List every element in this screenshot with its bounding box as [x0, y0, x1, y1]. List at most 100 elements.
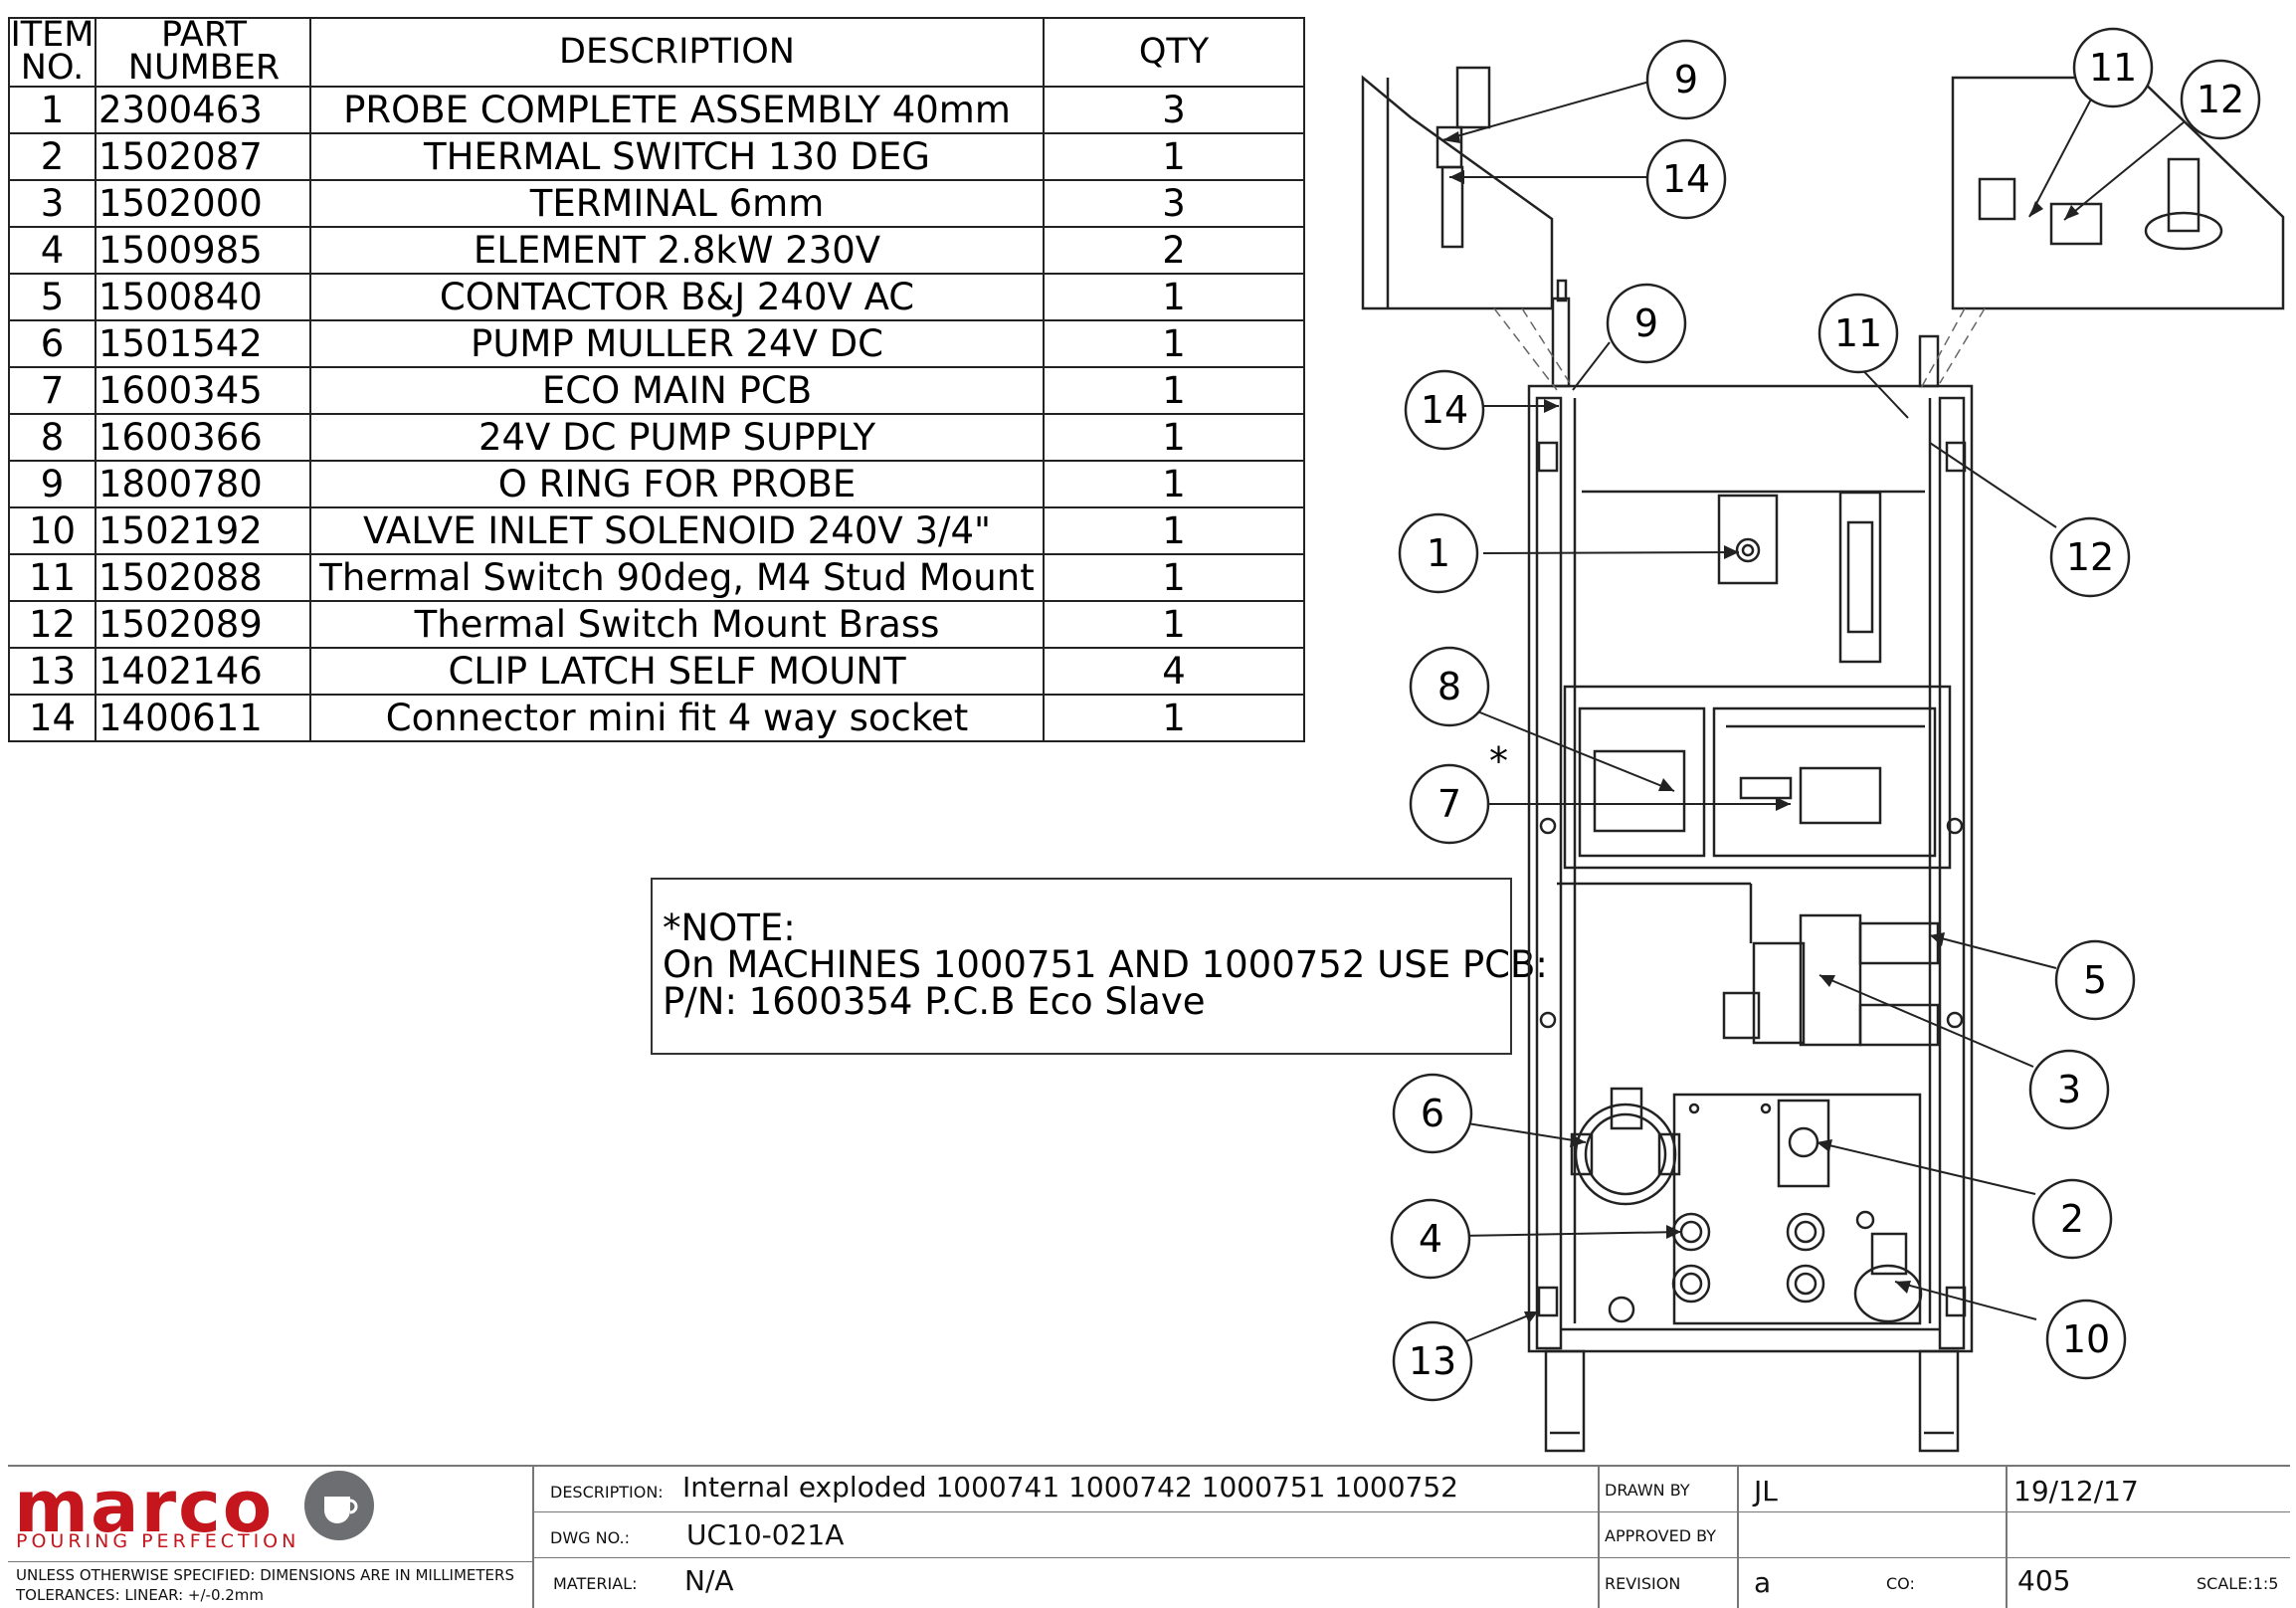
balloon-number: 11 [2089, 46, 2137, 90]
tb-divider-1 [532, 1465, 534, 1608]
header-item-line1: ITEM [10, 15, 95, 55]
cell-qty: 3 [1043, 178, 1305, 228]
tb-top-border [8, 1465, 2290, 1467]
header-description: DESCRIPTION [309, 17, 1045, 88]
balloon-number: 12 [2066, 535, 2114, 579]
revision-value: a [1754, 1566, 1772, 1599]
note-title: *NOTE: [663, 906, 796, 949]
balloon-circle [1818, 293, 1899, 374]
tolerance-line-2: TOLERANCES: LINEAR: +/-0.2mm [16, 1586, 265, 1604]
item-balloon: 3 [2028, 1049, 2110, 1130]
balloon-circle [2180, 59, 2261, 140]
header-item-line2: NO. [20, 48, 85, 89]
item-balloon: 2 [2031, 1178, 2113, 1260]
item-balloon: 5 [2054, 939, 2136, 1021]
cell-description: Thermal Switch Mount Brass [309, 599, 1045, 649]
tb-divider-3 [1737, 1465, 1739, 1608]
cell-item-no: 11 [8, 552, 96, 602]
header-part-line2: NUMBER [127, 48, 281, 89]
item-balloon: 11 [2072, 27, 2154, 108]
pcb-asterisk: * [1489, 739, 1508, 783]
balloon-circle [2049, 516, 2131, 598]
item-balloon: 14 [1645, 138, 1727, 220]
cell-part-number: 1600366 [95, 412, 311, 462]
cell-item-no: 5 [8, 272, 96, 321]
item-balloon: 14 [1404, 369, 1485, 451]
header-qty: QTY [1043, 17, 1305, 88]
note-line-part: P/N: 1600354 P.C.B Eco Slave [663, 980, 1206, 1023]
scale-value: SCALE:1:5 [2197, 1574, 2279, 1593]
cell-description: Connector mini fit 4 way socket [309, 693, 1045, 742]
dwg-no-label: DWG NO.: [550, 1528, 631, 1547]
cell-description: 24V DC PUMP SUPPLY [309, 412, 1045, 462]
cell-description: ELEMENT 2.8kW 230V [309, 225, 1045, 275]
item-balloon: 11 [1818, 293, 1899, 374]
marco-logo-word: marco [14, 1465, 275, 1548]
tb-logo-line [8, 1561, 532, 1562]
cell-item-no: 6 [8, 318, 96, 368]
cell-part-number: 1502087 [95, 131, 311, 181]
cell-description: CONTACTOR B&J 240V AC [309, 272, 1045, 321]
cell-item-no: 14 [8, 693, 96, 742]
balloon-circle [1390, 1198, 1471, 1280]
note-line-machines: On MACHINES 1000751 AND 1000752 USE PCB: [663, 943, 1548, 986]
cell-part-number: 1500985 [95, 225, 311, 275]
balloon-circle [2045, 1299, 2127, 1380]
cell-part-number: 1502192 [95, 505, 311, 555]
balloon-circle [1392, 1073, 1473, 1154]
cell-qty: 1 [1043, 459, 1305, 508]
cell-description: TERMINAL 6mm [309, 178, 1045, 228]
item-balloon: 12 [2049, 516, 2131, 598]
balloon-number: 5 [2083, 958, 2107, 1002]
cell-part-number: 1600345 [95, 365, 311, 415]
item-balloon: 8 [1409, 646, 1490, 727]
material-label: MATERIAL: [553, 1574, 638, 1593]
balloon-number: 12 [2197, 78, 2244, 121]
cell-item-no: 10 [8, 505, 96, 555]
leader-lines [1441, 81, 2185, 1344]
cell-qty: 1 [1043, 365, 1305, 415]
cell-description: THERMAL SWITCH 130 DEG [309, 131, 1045, 181]
cell-item-no: 13 [8, 646, 96, 696]
balloon-circle [1409, 646, 1490, 727]
cell-part-number: 1502089 [95, 599, 311, 649]
description-value: Internal exploded 1000741 1000742 100075… [682, 1471, 1458, 1504]
balloon-circle [2031, 1178, 2113, 1260]
drawn-date-value: 19/12/17 [2013, 1475, 2139, 1508]
balloon-number: 11 [1834, 311, 1882, 355]
cell-item-no: 3 [8, 178, 96, 228]
cell-qty: 1 [1043, 693, 1305, 742]
balloon-number: 9 [1674, 58, 1698, 101]
cell-description: PROBE COMPLETE ASSEMBLY 40mm [309, 85, 1045, 134]
item-balloon: 9 [1645, 39, 1727, 120]
cell-item-no: 1 [8, 85, 96, 134]
header-part-line1: PART [161, 15, 247, 55]
item-balloon: 4 [1390, 1198, 1471, 1280]
balloon-circle [2072, 27, 2154, 108]
balloon-number: 14 [1662, 157, 1710, 201]
balloon-circle [1606, 283, 1687, 364]
tb-divider-4 [2006, 1465, 2008, 1608]
cell-description: CLIP LATCH SELF MOUNT [309, 646, 1045, 696]
item-balloon: 7 [1409, 763, 1490, 845]
tb-row-line-2 [532, 1557, 2290, 1558]
detail-callout-lines [1493, 307, 1986, 391]
item-balloon: 10 [2045, 1299, 2127, 1380]
leader-arrowheads [1442, 131, 2079, 1323]
cell-part-number: 1800780 [95, 459, 311, 508]
cell-qty: 1 [1043, 412, 1305, 462]
cell-item-no: 7 [8, 365, 96, 415]
balloon-circle [1409, 763, 1490, 845]
balloon-circle [1392, 1320, 1473, 1402]
